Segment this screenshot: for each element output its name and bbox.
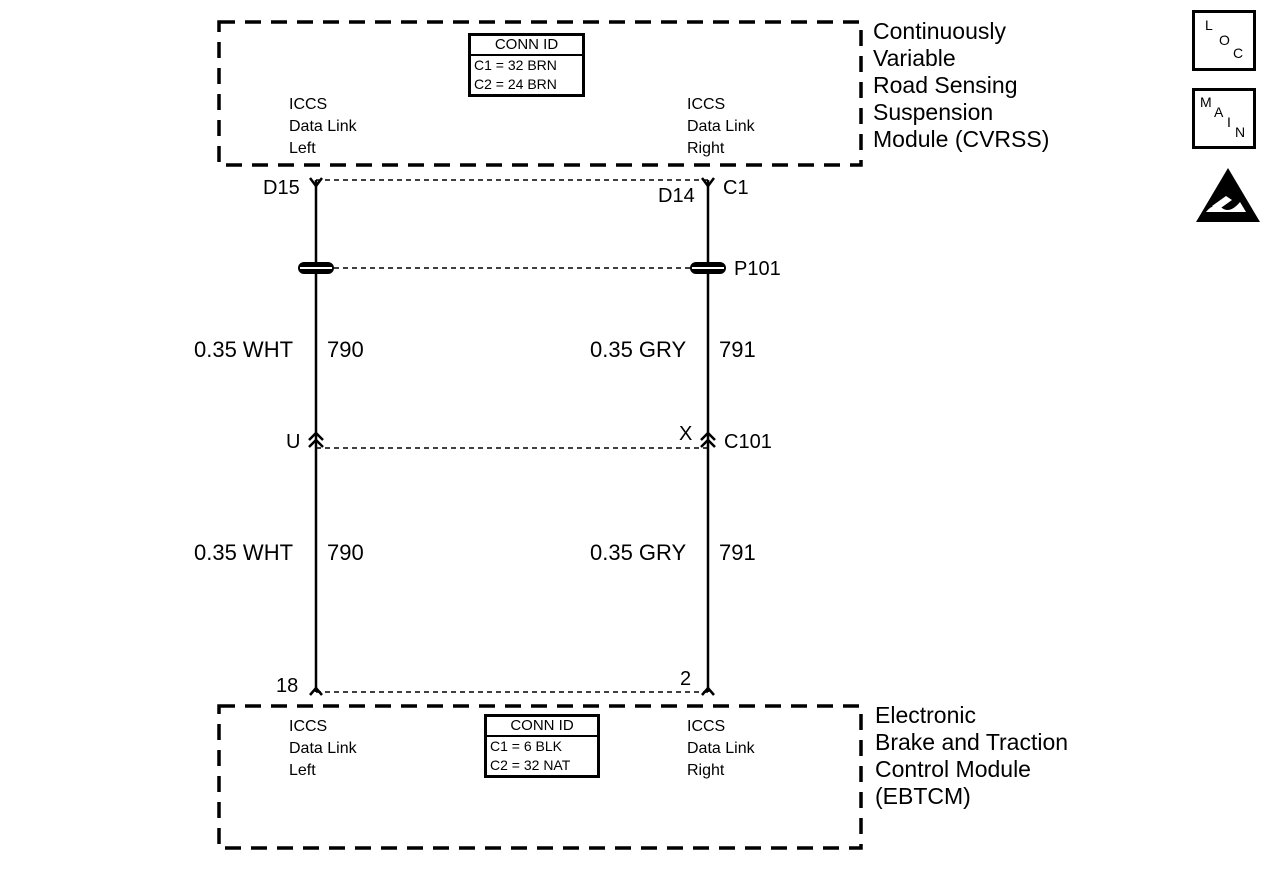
top-conn-id-box: CONN ID C1 = 32 BRN C2 = 24 BRN bbox=[468, 33, 585, 97]
splice-name: P101 bbox=[734, 258, 781, 280]
bottom-right-terminal-symbol bbox=[701, 686, 715, 696]
esd-warning-icon bbox=[1196, 168, 1260, 222]
top-left-terminal-symbol bbox=[309, 177, 323, 189]
inline-connector-name: C101 bbox=[724, 431, 772, 453]
top-left-pin-label: ICCS Data Link Left bbox=[289, 96, 357, 157]
bottom-conn-id-c1: C1 = 6 BLK bbox=[490, 738, 562, 754]
top-conn-id-title: CONN ID bbox=[471, 36, 582, 56]
top-conn-id-c1: C1 = 32 BRN bbox=[474, 57, 557, 73]
loc-letter-l: L bbox=[1205, 17, 1213, 33]
bottom-left-terminal: 18 bbox=[276, 675, 299, 697]
loc-letter-c: C bbox=[1233, 45, 1244, 61]
main-icon[interactable]: M A I N bbox=[1192, 88, 1256, 149]
bottom-left-pin-label: ICCS Data Link Left bbox=[289, 718, 357, 779]
splice-left-symbol bbox=[298, 262, 334, 274]
inline-left-pin: U bbox=[286, 431, 301, 453]
left-lower-wire-circuit: 790 bbox=[327, 540, 364, 565]
top-right-terminal-symbol bbox=[701, 177, 715, 189]
bottom-conn-id-box: CONN ID C1 = 6 BLK C2 = 32 NAT bbox=[484, 714, 600, 778]
right-upper-wire-size-color: 0.35 GRY bbox=[590, 337, 687, 362]
left-upper-wire-circuit: 790 bbox=[327, 337, 364, 362]
right-lower-wire-size-color: 0.35 GRY bbox=[590, 540, 687, 565]
bottom-conn-id-c2: C2 = 32 NAT bbox=[490, 757, 571, 773]
right-upper-wire-circuit: 791 bbox=[719, 337, 756, 362]
inline-right-pin: X bbox=[679, 423, 693, 445]
inline-left-chevrons bbox=[308, 431, 324, 448]
main-letter-a: A bbox=[1214, 104, 1224, 120]
splice-right-symbol bbox=[690, 262, 726, 274]
top-module-name: Continuously Variable Road Sensing Suspe… bbox=[873, 18, 1050, 152]
bottom-conn-id-title: CONN ID bbox=[487, 717, 597, 737]
right-lower-wire-circuit: 791 bbox=[719, 540, 756, 565]
bottom-module-name: Electronic Brake and Traction Control Mo… bbox=[875, 702, 1069, 809]
main-letter-m: M bbox=[1200, 94, 1212, 110]
location-icon[interactable]: L O C bbox=[1192, 10, 1256, 71]
top-right-pin-label: ICCS Data Link Right bbox=[687, 96, 755, 157]
bottom-module-box bbox=[217, 704, 863, 850]
left-upper-wire-size-color: 0.35 WHT bbox=[194, 337, 294, 362]
top-module-box bbox=[217, 20, 863, 167]
top-right-terminal: D14 bbox=[658, 185, 695, 207]
top-left-terminal: D15 bbox=[263, 177, 300, 199]
loc-letter-o: O bbox=[1219, 32, 1230, 48]
bottom-left-terminal-symbol bbox=[309, 686, 323, 696]
inline-right-chevrons bbox=[700, 431, 716, 448]
top-conn-id-c2: C2 = 24 BRN bbox=[474, 76, 557, 92]
main-letter-n: N bbox=[1235, 124, 1246, 140]
left-lower-wire-size-color: 0.35 WHT bbox=[194, 540, 294, 565]
top-connector-name: C1 bbox=[723, 177, 749, 199]
main-letter-i: I bbox=[1227, 114, 1231, 130]
bottom-right-pin-label: ICCS Data Link Right bbox=[687, 718, 755, 779]
bottom-right-terminal: 2 bbox=[680, 668, 692, 690]
